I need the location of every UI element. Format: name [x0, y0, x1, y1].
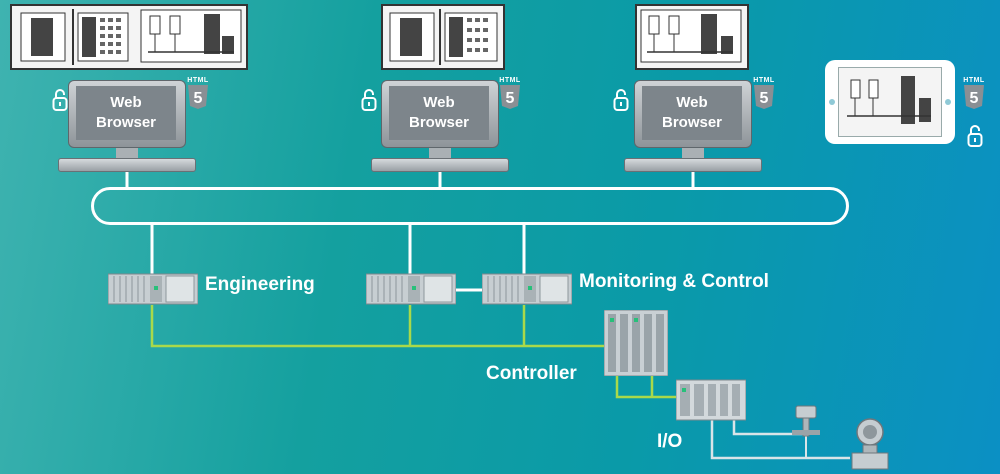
html5-shield: 5	[500, 85, 520, 109]
monitor-screen: Web Browser	[389, 86, 489, 140]
html5-icon: HTML 5	[963, 77, 985, 115]
monitoring-control-label: Monitoring & Control	[579, 271, 769, 292]
html5-icon: HTML 5	[187, 77, 209, 115]
monitor-screen: Web Browser	[642, 86, 742, 140]
lock-icon	[52, 89, 68, 111]
tablet-icon	[825, 60, 955, 144]
html5-shield: 5	[188, 85, 208, 109]
field-wire	[732, 420, 806, 436]
monitor-label-line1: Web	[676, 94, 708, 111]
monitor-stand	[682, 148, 704, 158]
monitor-label-line1: Web	[423, 94, 455, 111]
monitor-label-line2: Browser	[95, 114, 157, 131]
controller-label: Controller	[486, 363, 577, 384]
tablet-screen	[838, 67, 942, 137]
html5-label: HTML	[187, 77, 209, 84]
tablet-camera	[829, 99, 835, 105]
monitor-base	[624, 158, 762, 172]
redundant-server-1	[366, 273, 456, 305]
html5-digit: 5	[506, 90, 515, 107]
monitor-stand	[116, 148, 138, 158]
html5-icon: HTML 5	[753, 77, 775, 115]
field-wire	[710, 420, 850, 460]
lock-icon	[967, 125, 983, 147]
html5-digit: 5	[760, 90, 769, 107]
redundant-server-2	[482, 273, 572, 305]
monitor-label-line2: Browser	[408, 114, 470, 131]
tablet-home-button	[945, 99, 951, 105]
hmi-screen-2	[381, 4, 505, 70]
pressure-transmitter	[851, 418, 889, 470]
network-bus	[91, 187, 849, 225]
monitor-label-line2: Browser	[661, 114, 723, 131]
lock-icon	[361, 89, 377, 111]
level-sensor	[792, 405, 820, 437]
faceplate-icon	[20, 9, 129, 65]
monitor-stand	[429, 148, 451, 158]
engineering-station	[108, 273, 198, 305]
plant-schematic-icon	[140, 9, 242, 63]
fieldbus	[615, 374, 676, 399]
html5-label: HTML	[963, 77, 985, 84]
io-label: I/O	[657, 431, 683, 452]
faceplate-icon	[389, 9, 498, 65]
engineering-label: Engineering	[205, 274, 315, 295]
controller-rack	[604, 310, 668, 376]
html5-icon: HTML 5	[499, 77, 521, 115]
lock-icon	[613, 89, 629, 111]
html5-shield: 5	[754, 85, 774, 109]
monitor-label-line1: Web	[110, 94, 142, 111]
hmi-screen-1	[10, 4, 248, 70]
plant-bus	[150, 305, 608, 348]
html5-shield: 5	[964, 85, 984, 109]
plant-schematic-icon	[640, 9, 742, 63]
html5-label: HTML	[753, 77, 775, 84]
html5-label: HTML	[499, 77, 521, 84]
io-rack	[676, 379, 746, 421]
monitor-base	[58, 158, 196, 172]
plant-schematic-icon	[847, 76, 931, 124]
monitor-base	[371, 158, 509, 172]
html5-digit: 5	[194, 90, 203, 107]
html5-digit: 5	[970, 90, 979, 107]
monitor-screen: Web Browser	[76, 86, 176, 140]
hmi-screen-3	[635, 4, 749, 70]
